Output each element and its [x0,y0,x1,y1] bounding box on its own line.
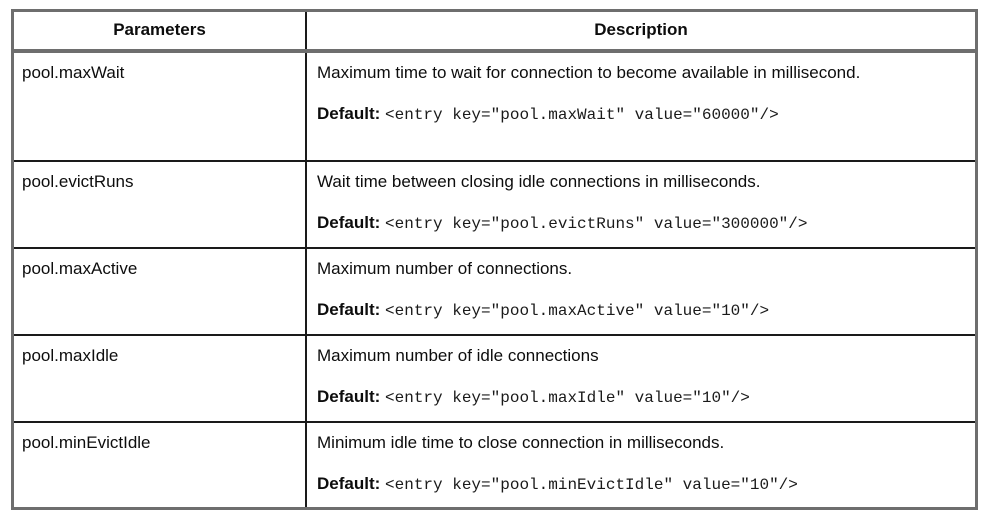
default-code-snippet: <entry key="pool.evictRuns" value="30000… [385,215,808,234]
default-code-snippet: <entry key="pool.maxIdle" value="10"/> [385,388,750,407]
column-header-parameters: Parameters [14,12,307,54]
parameter-name: pool.maxIdle [22,345,119,365]
table-cell-description: Wait time between closing idle connectio… [306,161,975,250]
table-cell-description: Maximum number of connections. Default: … [306,248,975,336]
table-cell-description: Maximum time to wait for connection to b… [306,51,975,163]
table-row: pool.maxIdle Maximum number of idle conn… [14,334,975,423]
table-row: pool.evictRuns Wait time between closing… [14,161,975,250]
default-label: Default: [317,386,381,406]
table-header-row: Parameters Description [14,12,975,54]
default-value-line: Default: <entry key="pool.maxWait" value… [317,103,967,126]
table-body: pool.maxWait Maximum time to wait for co… [14,51,975,508]
table-cell-parameter: pool.maxActive [14,248,307,336]
table-row: pool.maxActive Maximum number of connect… [14,248,975,336]
column-header-description: Description [306,12,975,54]
table-cell-parameter: pool.evictRuns [14,161,307,250]
default-label: Default: [317,104,381,124]
default-value-line: Default: <entry key="pool.maxIdle" value… [317,386,967,409]
description-text: Maximum number of connections. [317,259,573,279]
parameter-name: pool.minEvictIdle [22,432,151,452]
table-header: Parameters Description [14,12,975,54]
default-value-line: Default: <entry key="pool.maxActive" val… [317,299,967,322]
table-row: pool.maxWait Maximum time to wait for co… [14,51,975,163]
table-cell-parameter: pool.minEvictIdle [14,421,307,508]
description-text: Wait time between closing idle connectio… [317,172,761,192]
parameter-name: pool.maxActive [22,259,138,279]
default-code-snippet: <entry key="pool.maxActive" value="10"/> [385,302,770,321]
table-cell-parameter: pool.maxWait [14,51,307,163]
default-code-snippet: <entry key="pool.maxWait" value="60000"/… [385,106,779,125]
default-value-line: Default: <entry key="pool.minEvictIdle" … [317,473,967,496]
column-header-parameters-label: Parameters [113,20,206,39]
description-text: Maximum number of idle connections [317,345,599,365]
default-label: Default: [317,213,381,233]
column-header-description-label: Description [594,20,688,39]
table-cell-description: Maximum number of idle connections Defau… [306,334,975,423]
parameters-table: Parameters Description pool.maxWait Maxi… [14,12,975,508]
parameter-name: pool.maxWait [22,63,125,83]
default-code-snippet: <entry key="pool.minEvictIdle" value="10… [385,475,798,494]
parameter-name: pool.evictRuns [22,172,134,192]
parameters-table-container: Parameters Description pool.maxWait Maxi… [11,9,978,511]
table-cell-description: Minimum idle time to close connection in… [306,421,975,508]
default-label: Default: [317,300,381,320]
description-text: Maximum time to wait for connection to b… [317,63,861,83]
default-value-line: Default: <entry key="pool.evictRuns" val… [317,212,967,235]
table-row: pool.minEvictIdle Minimum idle time to c… [14,421,975,508]
table-cell-parameter: pool.maxIdle [14,334,307,423]
default-label: Default: [317,473,381,493]
description-text: Minimum idle time to close connection in… [317,432,725,452]
